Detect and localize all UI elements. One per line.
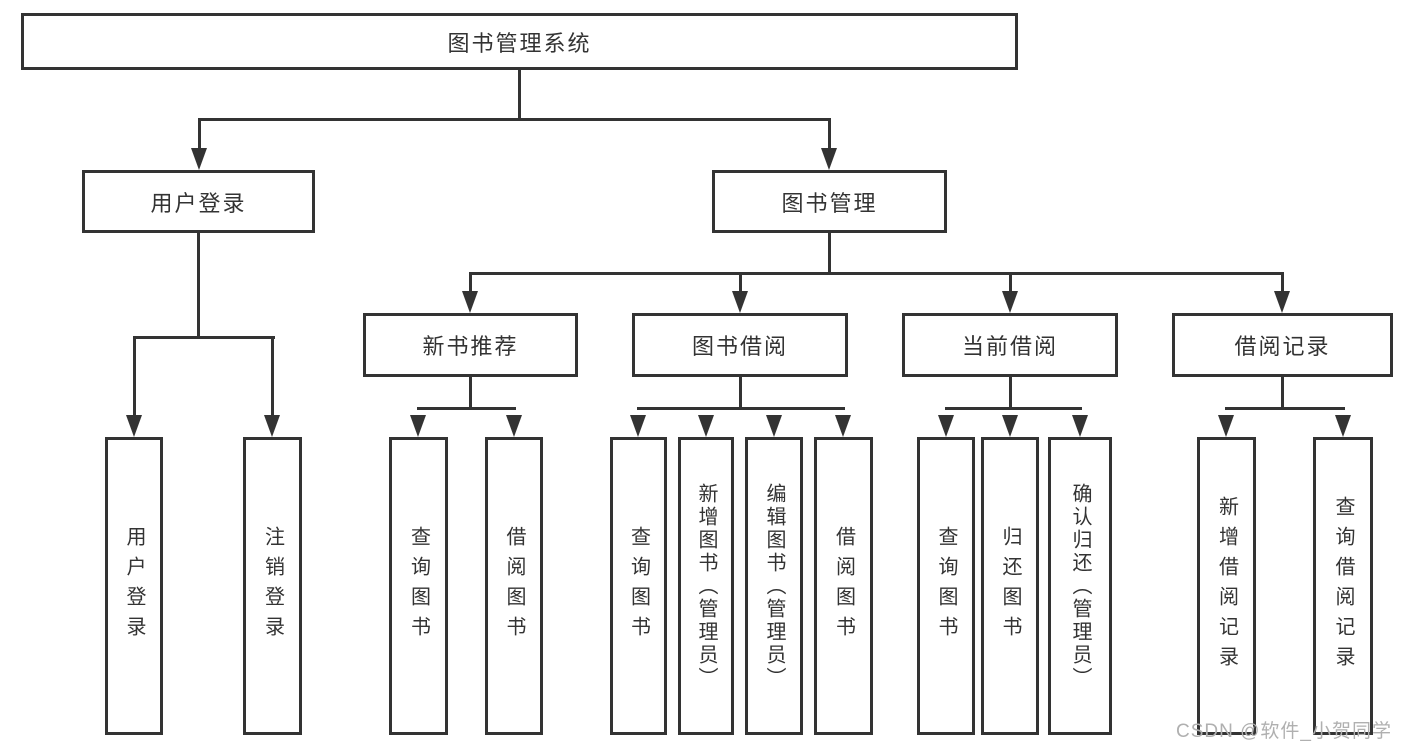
arrowhead-down-icon	[1335, 415, 1351, 437]
leaf-query-books: 查询图书	[610, 437, 667, 735]
connector-line	[1009, 272, 1012, 296]
connector-line	[197, 233, 200, 339]
arrowhead-down-icon	[630, 415, 646, 437]
node-library-management-system: 图书管理系统	[21, 13, 1018, 70]
arrowhead-down-icon	[938, 415, 954, 437]
leaf-query-books: 查询图书	[389, 437, 448, 735]
connector-line	[469, 272, 472, 296]
leaf-borrow-books: 借阅图书	[814, 437, 873, 735]
arrowhead-down-icon	[506, 415, 522, 437]
arrowhead-down-icon	[1002, 291, 1018, 313]
arrowhead-down-icon	[462, 291, 478, 313]
connector-line	[133, 336, 275, 339]
leaf-borrow-books: 借阅图书	[485, 437, 543, 735]
connector-line	[739, 377, 742, 410]
connector-line	[469, 377, 472, 410]
node-user-login: 用户登录	[82, 170, 315, 233]
connector-line	[1281, 272, 1284, 296]
connector-line	[198, 118, 201, 154]
arrowhead-down-icon	[1002, 415, 1018, 437]
connector-line	[739, 272, 742, 296]
arrowhead-down-icon	[410, 415, 426, 437]
arrowhead-down-icon	[732, 291, 748, 313]
leaf-edit-books-admin: 编辑图书（管理员）	[745, 437, 803, 735]
leaf-add-borrow-record: 新增借阅记录	[1197, 437, 1256, 735]
leaf-return-books: 归还图书	[981, 437, 1039, 735]
leaf-query-books: 查询图书	[917, 437, 975, 735]
connector-line	[198, 118, 831, 121]
node-book-management: 图书管理	[712, 170, 947, 233]
arrowhead-down-icon	[766, 415, 782, 437]
connector-line	[1225, 407, 1345, 410]
arrowhead-down-icon	[1274, 291, 1290, 313]
node-current-borrowing: 当前借阅	[902, 313, 1118, 377]
connector-line	[469, 272, 1284, 275]
arrowhead-down-icon	[191, 148, 207, 170]
leaf-confirm-return-admin: 确认归还（管理员）	[1048, 437, 1112, 735]
leaf-user-login: 用户登录	[105, 437, 163, 735]
connector-line	[945, 407, 1082, 410]
connector-line	[1009, 377, 1012, 410]
connector-line	[133, 336, 136, 420]
node-borrowing-records: 借阅记录	[1172, 313, 1393, 377]
leaf-query-borrow-record: 查询借阅记录	[1313, 437, 1373, 735]
leaf-logout: 注销登录	[243, 437, 302, 735]
connector-line	[1281, 377, 1284, 410]
connector-line	[828, 118, 831, 154]
csdn-watermark: CSDN @软件_小贺同学	[1176, 721, 1392, 742]
node-book-borrowing: 图书借阅	[632, 313, 848, 377]
node-new-book-recommendation: 新书推荐	[363, 313, 578, 377]
leaf-add-books-admin: 新增图书（管理员）	[678, 437, 734, 735]
arrowhead-down-icon	[698, 415, 714, 437]
connector-line	[271, 336, 274, 420]
arrowhead-down-icon	[835, 415, 851, 437]
arrowhead-down-icon	[1072, 415, 1088, 437]
connector-line	[637, 407, 845, 410]
connector-line	[417, 407, 516, 410]
arrowhead-down-icon	[264, 415, 280, 437]
arrowhead-down-icon	[1218, 415, 1234, 437]
connector-line	[828, 233, 831, 275]
connector-line	[518, 69, 521, 121]
arrowhead-down-icon	[821, 148, 837, 170]
arrowhead-down-icon	[126, 415, 142, 437]
